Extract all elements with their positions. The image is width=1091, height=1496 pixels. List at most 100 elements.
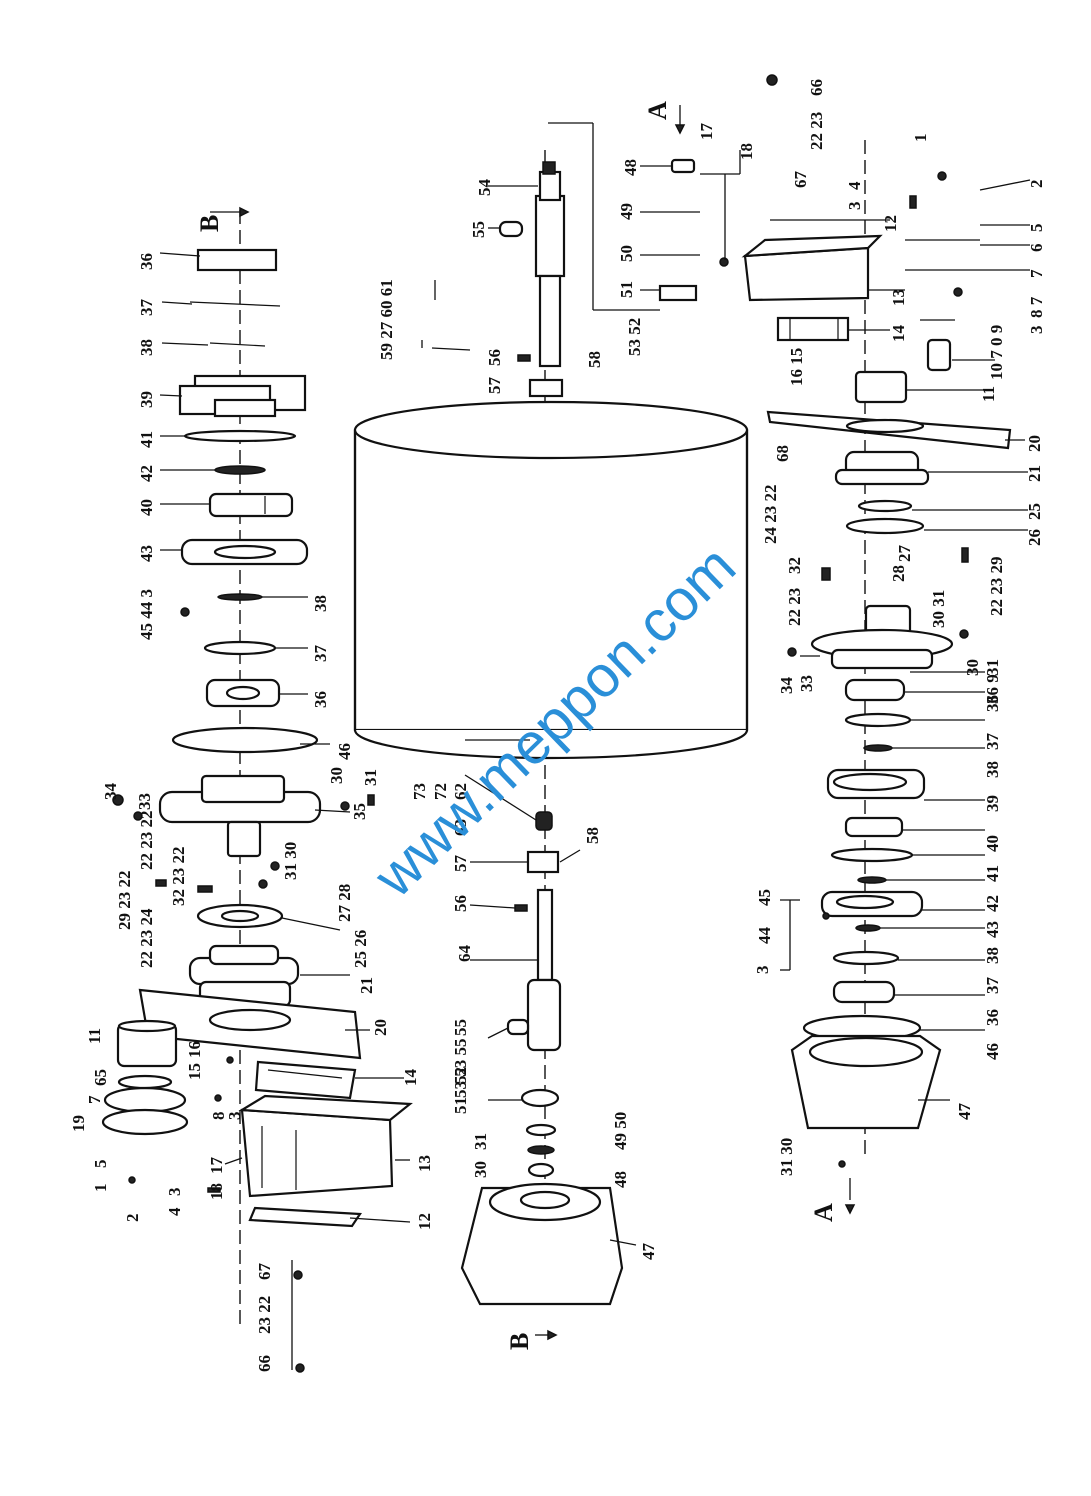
label: 62 bbox=[451, 783, 470, 800]
part-55-key bbox=[498, 220, 524, 238]
section-arrows bbox=[210, 105, 856, 1341]
part-47-housing-left bbox=[460, 1182, 624, 1306]
label: 3 bbox=[753, 966, 772, 975]
part-39-gear-right bbox=[826, 768, 926, 800]
part-11-cylinder bbox=[116, 1019, 178, 1068]
part-37-ring bbox=[189, 301, 281, 307]
section-a-top: A bbox=[643, 101, 672, 120]
label: 16 15 bbox=[787, 348, 806, 386]
label: 19 bbox=[69, 1115, 88, 1132]
label: 33 bbox=[135, 793, 154, 810]
label: 31 bbox=[471, 1133, 490, 1150]
label: 40 bbox=[983, 835, 1002, 852]
label: 73 bbox=[410, 783, 429, 800]
label: 53 53 55 bbox=[451, 1039, 470, 1099]
label: 36 bbox=[983, 695, 1002, 712]
label: 54 bbox=[475, 179, 494, 197]
part-51-ring bbox=[658, 284, 698, 302]
label: 38 bbox=[137, 339, 156, 356]
part-37-ring-right bbox=[844, 712, 912, 728]
label: 37 bbox=[137, 299, 156, 317]
label: 51 bbox=[451, 1097, 470, 1114]
part-38-ring-right bbox=[863, 744, 893, 752]
label: 39 bbox=[137, 391, 156, 408]
part-63-ring bbox=[535, 811, 553, 831]
leader-lines bbox=[159, 150, 1031, 1370]
part-25-washer-right bbox=[845, 499, 925, 535]
part-36-top-left bbox=[196, 248, 278, 272]
section-b-bottom: B bbox=[505, 1333, 534, 1350]
label: 29 23 22 bbox=[115, 871, 134, 931]
label: 39 bbox=[983, 795, 1002, 812]
label: 18 bbox=[737, 143, 756, 160]
label: 32 bbox=[785, 557, 804, 574]
part-57-coupling-b bbox=[526, 850, 560, 874]
label: 7 bbox=[85, 1095, 104, 1104]
label: 30 bbox=[327, 767, 346, 784]
part-50-ring bbox=[525, 1123, 557, 1137]
label: 16 bbox=[185, 1041, 204, 1058]
label: 3 bbox=[165, 1188, 184, 1197]
label: 56 bbox=[451, 895, 470, 912]
label: 26 bbox=[1025, 529, 1044, 546]
part-49-ring bbox=[527, 1145, 555, 1155]
right-assembly bbox=[658, 74, 1012, 1168]
part-43-carrier-right bbox=[820, 890, 924, 918]
part-25-washer bbox=[196, 903, 284, 929]
part-37-ring-b bbox=[203, 640, 277, 656]
label: 15 bbox=[185, 1063, 204, 1080]
part-40-bushing-right bbox=[844, 816, 904, 838]
left-small-fasteners bbox=[112, 607, 375, 1373]
part-20-plate bbox=[138, 988, 362, 1060]
part-20-plate-right bbox=[766, 410, 1012, 450]
label: 22 23 22 bbox=[137, 811, 156, 871]
label: 30 bbox=[471, 1161, 490, 1178]
label: 40 bbox=[137, 499, 156, 516]
label: 30 31 bbox=[929, 590, 948, 628]
part-10-pin bbox=[926, 338, 952, 372]
label: 38 bbox=[983, 947, 1002, 964]
part-54-gear-shaft bbox=[534, 161, 566, 368]
label: 1 bbox=[91, 1184, 110, 1193]
label: 12 bbox=[415, 1213, 434, 1230]
label: 42 bbox=[983, 895, 1002, 912]
label: 22 23 29 bbox=[987, 557, 1006, 617]
label: 37 bbox=[983, 977, 1002, 995]
part-48-ring bbox=[527, 1162, 555, 1178]
part-labels-left: 36 37 38 39 41 42 40 43 45 44 3 38 37 36… bbox=[69, 253, 434, 1372]
part-13-box bbox=[238, 1094, 413, 1198]
label: 63 bbox=[451, 819, 470, 836]
label: 22 23 24 bbox=[137, 908, 156, 968]
label: 10 7 0 9 bbox=[987, 325, 1006, 380]
label: 43 bbox=[137, 545, 156, 562]
label: 11 bbox=[85, 1028, 104, 1044]
part-11-cylinder-right bbox=[854, 370, 908, 404]
label: 14 bbox=[889, 325, 908, 343]
label: 48 bbox=[621, 159, 640, 176]
label: 28 bbox=[889, 565, 908, 582]
label: 27 28 bbox=[335, 884, 354, 922]
label: 67 bbox=[791, 171, 810, 189]
part-labels-middle: 59 27 60 61 55 54 53 52 56 57 58 73 72 6… bbox=[377, 179, 658, 1261]
label: 21 bbox=[1025, 465, 1044, 482]
label: 48 bbox=[611, 1171, 630, 1188]
section-b-top: B bbox=[195, 215, 224, 232]
label: 57 bbox=[485, 377, 504, 395]
label: 34 bbox=[777, 677, 796, 695]
label: 37 bbox=[983, 733, 1002, 751]
part-48-pin bbox=[670, 158, 696, 174]
label: 65 bbox=[91, 1069, 110, 1086]
label: 13 bbox=[415, 1155, 434, 1172]
label: 67 bbox=[255, 1263, 274, 1281]
part-64-shaft bbox=[526, 888, 562, 1052]
label: 27 bbox=[895, 545, 914, 563]
label: 8 7 bbox=[1027, 296, 1046, 318]
label: 55 bbox=[451, 1019, 470, 1036]
label: 53 52 bbox=[625, 318, 644, 356]
label: 47 bbox=[639, 1243, 658, 1261]
label: 46 bbox=[983, 1043, 1002, 1060]
label: 31 bbox=[983, 659, 1002, 676]
label: 68 bbox=[773, 445, 792, 462]
label: 6 bbox=[1027, 244, 1046, 253]
label: 25 26 bbox=[351, 930, 370, 968]
